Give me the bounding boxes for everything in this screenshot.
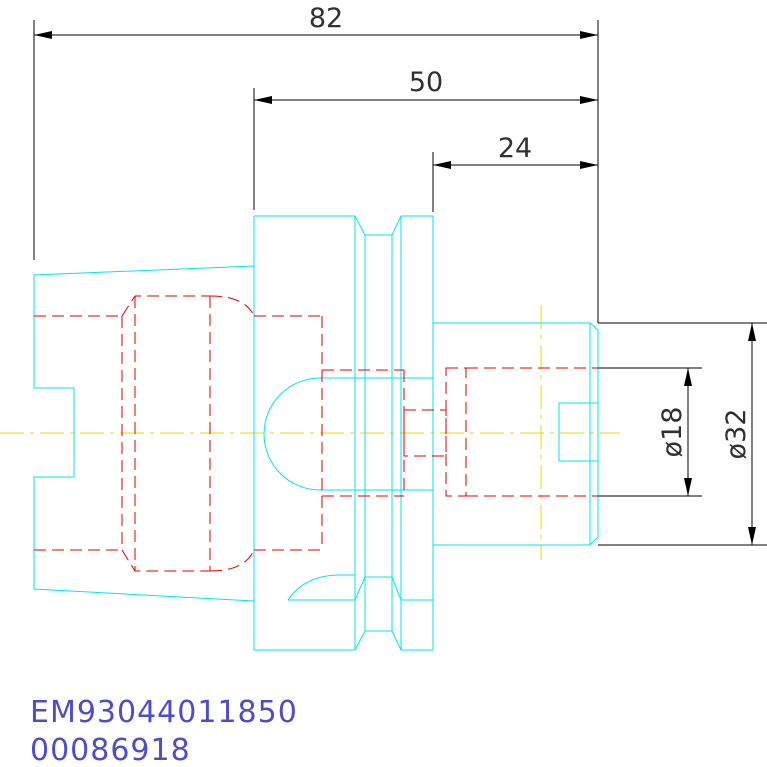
hidden-lines	[34, 295, 598, 572]
dimension-50: 50	[253, 67, 598, 210]
dim-label-50: 50	[409, 67, 443, 98]
arrow-head	[684, 368, 692, 386]
hidden-arc	[209, 549, 255, 572]
hidden-rect	[403, 409, 447, 457]
arrow-head	[254, 96, 272, 104]
bore-arc	[263, 377, 321, 491]
dimension-d18: ø18	[598, 367, 702, 497]
groove-edge	[391, 630, 402, 651]
dim-label-24: 24	[498, 133, 532, 164]
part-outline	[33, 215, 599, 651]
dim-label-82: 82	[309, 3, 343, 34]
arrow-head	[684, 478, 692, 496]
arrow-head	[580, 161, 598, 169]
shank-outline	[433, 322, 599, 546]
centerlines	[0, 305, 620, 560]
arrow-head	[748, 323, 756, 341]
part-number-label: EM93044011850	[30, 695, 298, 730]
arrow-head	[580, 31, 598, 39]
serial-number-label: 00086918	[30, 733, 191, 767]
dimension-24: 24	[432, 133, 598, 212]
groove-edge	[391, 215, 402, 236]
shank-end-pocket	[558, 402, 599, 462]
hidden-arc	[209, 295, 255, 317]
arrow-head	[580, 96, 598, 104]
key-slot-curve	[287, 574, 355, 601]
dimension-82: 82	[33, 3, 599, 323]
dim-label-d32: ø32	[721, 409, 752, 460]
arrow-head	[433, 161, 451, 169]
arrow-head	[748, 527, 756, 545]
collet-nut-outline	[33, 265, 255, 602]
key-slot-outline	[354, 576, 433, 601]
groove-edge	[354, 630, 366, 651]
arrow-head	[34, 31, 52, 39]
groove-edge	[354, 215, 366, 236]
dimension-d32: ø32	[598, 322, 767, 546]
dim-label-d18: ø18	[657, 407, 688, 458]
hidden-rect	[445, 367, 467, 497]
